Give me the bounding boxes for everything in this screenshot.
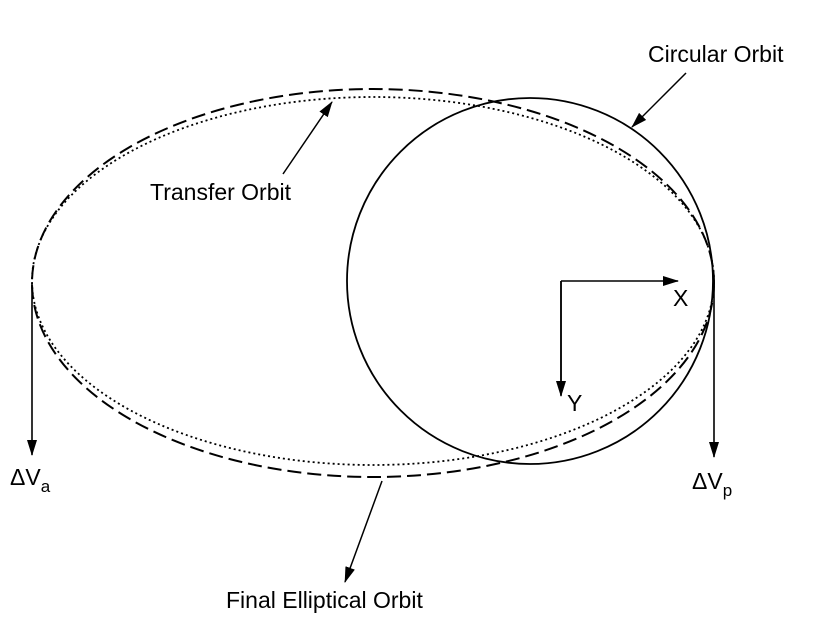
final-elliptical-orbit-curve <box>31 88 715 478</box>
circular-orbit-pointer-arrow <box>631 72 687 128</box>
final-elliptical-orbit-label: Final Elliptical Orbit <box>226 587 423 613</box>
transfer-orbit-label: Transfer Orbit <box>150 179 292 205</box>
transfer-orbit-curve <box>31 96 715 466</box>
y-axis-label: Y <box>567 390 582 416</box>
transfer-orbit-pointer-arrow <box>282 101 333 175</box>
circular-orbit-label: Circular Orbit <box>648 41 784 67</box>
delta-v-apoapsis-label: ΔVa <box>10 464 51 496</box>
final-elliptical-orbit-pointer-arrow <box>344 480 383 583</box>
x-axis-label: X <box>673 285 688 311</box>
delta-v-periapsis-label: ΔVp <box>692 468 732 500</box>
